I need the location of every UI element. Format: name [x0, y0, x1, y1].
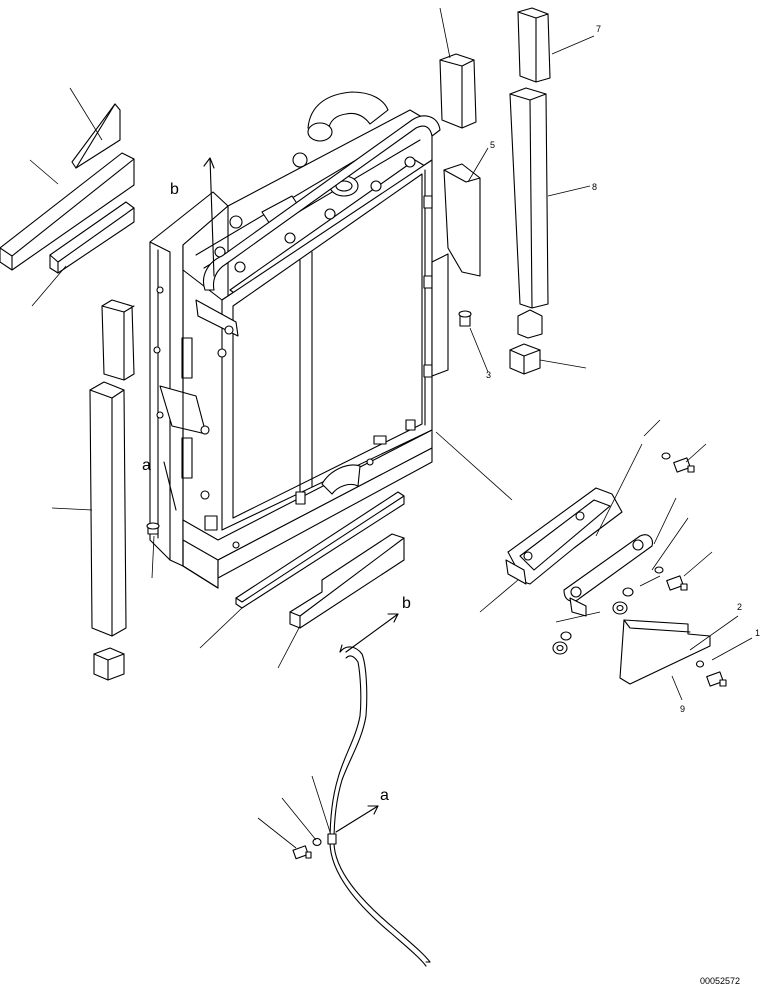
- view-label-a-lower: a: [380, 787, 389, 804]
- part-number-2: 2: [737, 602, 742, 612]
- lower-center-seals: [235, 491, 405, 629]
- bolt-2: [666, 575, 688, 591]
- part-number-9: 9: [680, 704, 685, 714]
- washer-2: [654, 566, 664, 574]
- view-label-b-upper: b: [170, 181, 179, 198]
- left-column-seals: [89, 299, 135, 681]
- bolt-3: [706, 671, 727, 687]
- bolt-right-middle: [458, 310, 472, 327]
- part-number-7: 7: [596, 24, 601, 34]
- bolt-1: [673, 457, 695, 473]
- part-number-1: 1: [755, 628, 760, 638]
- view-labels: b a b a: [142, 181, 411, 804]
- radiator-frame: [149, 91, 449, 589]
- drain-hose: [292, 644, 431, 967]
- washer-3: [622, 587, 634, 597]
- washer-1: [661, 452, 671, 460]
- upper-left-seals: [0, 103, 135, 274]
- view-label-a-upper: a: [142, 457, 151, 474]
- nut-2: [552, 641, 568, 655]
- nut-1: [612, 601, 628, 615]
- view-label-b-lower: b: [402, 595, 411, 612]
- upper-right-seals: [439, 7, 551, 375]
- washer-4: [560, 631, 572, 641]
- part-number-5: 5: [490, 140, 495, 150]
- washer-5: [695, 660, 705, 668]
- leader-lines: [29, 7, 753, 849]
- right-bracket-assembly: [505, 452, 727, 687]
- part-number-8: 8: [592, 182, 597, 192]
- part-number-3: 3: [486, 370, 491, 380]
- part-number-labels: 7 8 5 2 1 9 3: [486, 24, 760, 714]
- bolt-left-lower: [146, 522, 160, 535]
- drawing-code: 00052572: [700, 976, 740, 986]
